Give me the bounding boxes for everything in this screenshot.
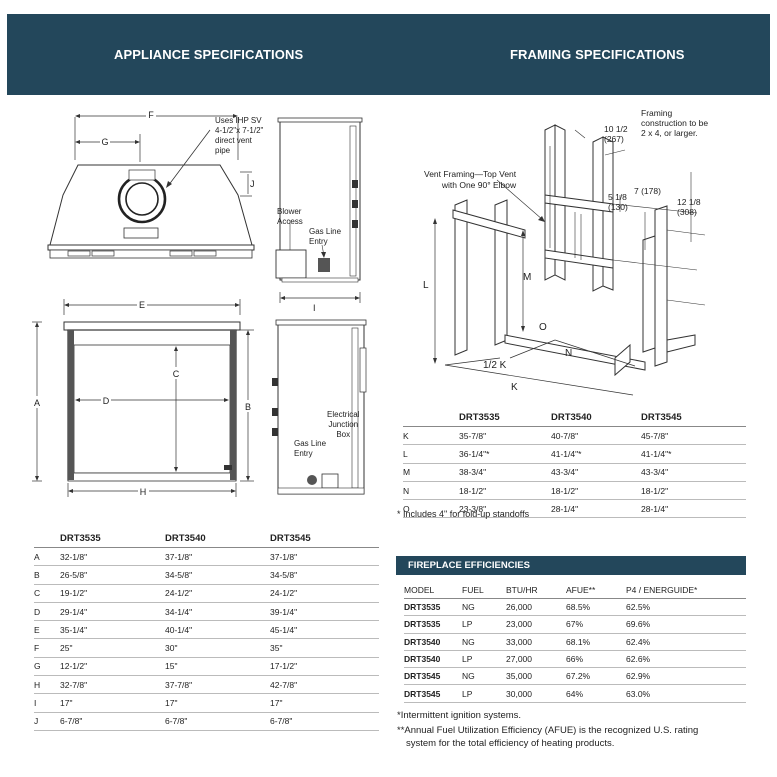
gas-line-entry-bottom-callout: Gas Line Entry bbox=[294, 439, 327, 458]
dim-5-1-8-callout: 5 1/8 (130) bbox=[608, 192, 628, 212]
dim-m-label: M bbox=[523, 272, 531, 283]
appliance-specifications-title: APPLIANCE SPECIFICATIONS bbox=[114, 47, 304, 62]
framing-footnote: * Includes 4" for fold-up standoffs bbox=[397, 509, 530, 519]
appliance-top-view-diagram: F G J bbox=[30, 100, 270, 285]
framing-table-header-row: DRT3535 DRT3540 DRT3545 bbox=[403, 412, 746, 427]
dim-n-label: N bbox=[565, 348, 572, 359]
dim-l-label: L bbox=[423, 280, 429, 291]
framing-construction-callout: Framing construction to be 2 x 4, or lar… bbox=[641, 108, 709, 138]
intermittent-footnote: *Intermittent ignition systems. bbox=[397, 710, 522, 721]
dim-c-label: C bbox=[173, 369, 180, 379]
dim-o-label: O bbox=[539, 322, 547, 333]
efficiencies-title: FIREPLACE EFFICIENCIES bbox=[408, 560, 530, 571]
dim-g-label: G bbox=[101, 137, 108, 147]
efficiency-table: MODEL FUEL BTU/HR AFUE** P4 / ENERGUIDE*… bbox=[404, 585, 746, 703]
dim-i-label: I bbox=[313, 303, 316, 313]
dim-10-1-2-callout: 10 1/2 (267) bbox=[604, 124, 628, 144]
appliance-table-header-row: DRT3535 DRT3540 DRT3545 bbox=[34, 533, 379, 548]
dim-e-label: E bbox=[139, 300, 145, 310]
dim-7-callout: 7 (178) bbox=[634, 186, 661, 196]
framing-diagram: L M O N 1/2 K K bbox=[405, 100, 745, 400]
efficiencies-header-band bbox=[396, 556, 746, 575]
electrical-junction-box-callout: Electrical Junction Box bbox=[327, 410, 360, 439]
vent-pipe-callout: Uses IHP SV 4-1/2"x 7-1/2" direct vent p… bbox=[215, 116, 264, 155]
afue-footnote-line2: system for the total efficiency of heati… bbox=[406, 738, 615, 749]
dim-b-label: B bbox=[245, 402, 251, 412]
appliance-side-view-bottom-diagram bbox=[268, 318, 372, 498]
framing-specifications-title: FRAMING SPECIFICATIONS bbox=[510, 47, 685, 62]
dim-a-label: A bbox=[34, 398, 40, 408]
dim-f-label: F bbox=[148, 110, 154, 120]
afue-footnote-line1: **Annual Fuel Utilization Efficiency (AF… bbox=[397, 725, 699, 736]
appliance-front-view-diagram: E A B C D H bbox=[28, 295, 264, 505]
dim-k-label: K bbox=[511, 382, 518, 393]
gas-line-entry-top-callout: Gas Line Entry bbox=[309, 227, 342, 246]
vent-framing-callout: Vent Framing—Top Vent with One 90° Elbow bbox=[424, 169, 517, 190]
dim-d-label: D bbox=[103, 396, 110, 406]
appliance-side-view-top-diagram bbox=[270, 100, 370, 318]
header-banner bbox=[7, 14, 770, 95]
dim-j-label: J bbox=[250, 179, 255, 189]
efficiency-table-header-row: MODEL FUEL BTU/HR AFUE** P4 / ENERGUIDE* bbox=[404, 585, 746, 599]
blower-access-callout: Blower Access bbox=[277, 207, 303, 226]
dim-12-1-8-callout: 12 1/8 (308) bbox=[677, 197, 701, 217]
dim-half-k-label: 1/2 K bbox=[483, 360, 507, 371]
dim-h-label: H bbox=[140, 487, 147, 497]
